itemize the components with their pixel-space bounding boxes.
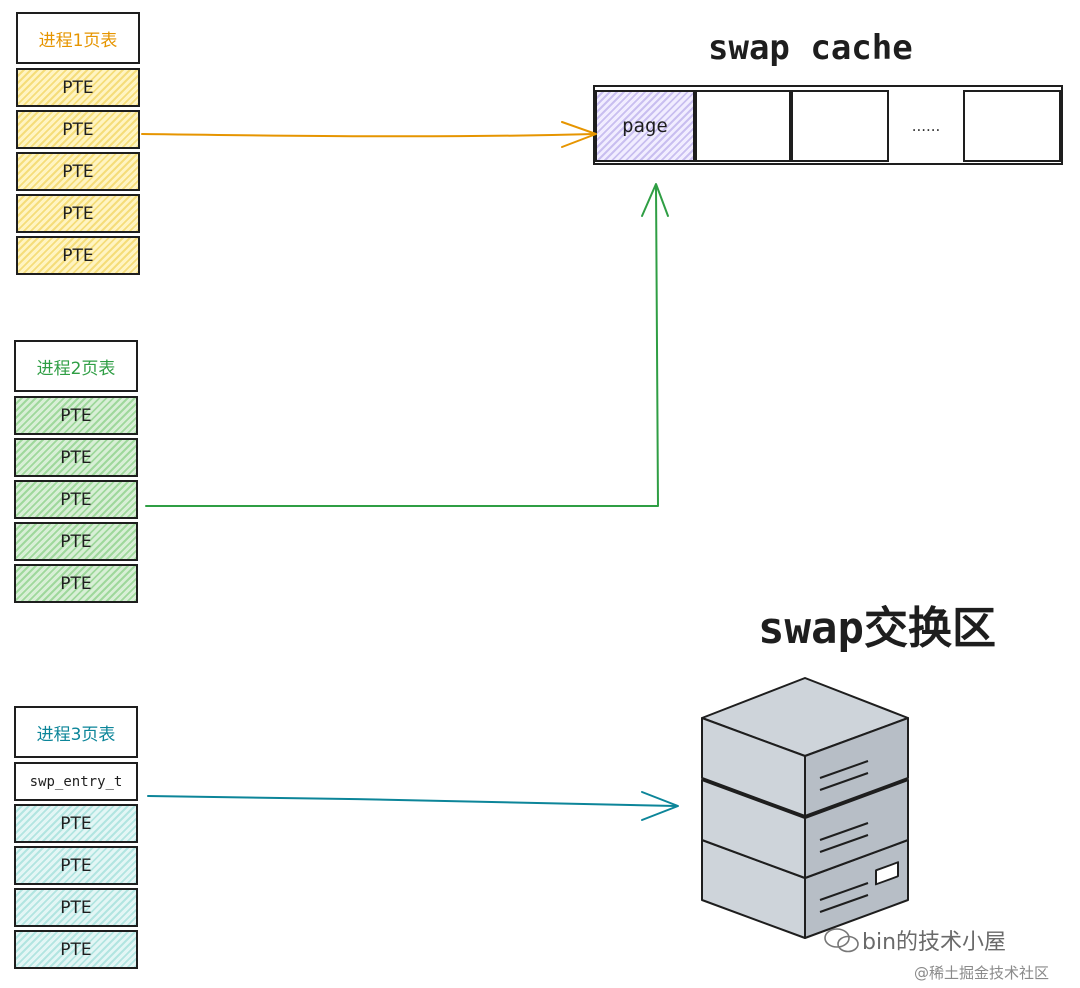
process3-page-table: 进程3页表 swp_entry_t PTE PTE PTE PTE — [14, 706, 138, 972]
swap-cache-empty-cell — [695, 90, 791, 162]
arrow-process1-to-cache — [141, 121, 597, 148]
swap-cache-empty-cell — [791, 90, 889, 162]
server-unit-icon — [701, 677, 909, 817]
watermark-community: @稀土掘金技术社区 — [914, 964, 1050, 982]
process2-pte: PTE — [14, 522, 138, 561]
process1-pte: PTE — [16, 236, 140, 275]
server-stack-icon — [701, 677, 909, 939]
process3-pte: PTE — [14, 888, 138, 927]
process3-pte: PTE — [14, 930, 138, 969]
arrow-process3-to-swap — [147, 791, 679, 821]
process1-pte: PTE — [16, 152, 140, 191]
swap-cache-title: swap cache — [708, 28, 913, 68]
watermark-brand: bin的技术小屋 — [822, 924, 1006, 956]
process2-pte: PTE — [14, 564, 138, 603]
swap-cache-empty-cell — [963, 90, 1061, 162]
swap-cache-ellipsis: ...... — [889, 90, 963, 162]
process1-pte: PTE — [16, 68, 140, 107]
process2-page-table: 进程2页表 PTE PTE PTE PTE PTE — [14, 340, 138, 606]
watermark-brand-text: bin的技术小屋 — [862, 930, 1007, 955]
process1-pte: PTE — [16, 110, 140, 149]
process2-pte: PTE — [14, 438, 138, 477]
process1-pte: PTE — [16, 194, 140, 233]
arrow-process2-to-cache — [145, 183, 669, 507]
swap-cache-bar: page ...... — [593, 85, 1063, 165]
process3-header: 进程3页表 — [14, 706, 138, 758]
swp-entry-cell: swp_entry_t — [14, 762, 138, 801]
process2-header: 进程2页表 — [14, 340, 138, 392]
swap-cache-page-cell: page — [595, 90, 695, 162]
process1-header: 进程1页表 — [16, 12, 140, 64]
process1-page-table: 进程1页表 PTE PTE PTE PTE PTE — [16, 12, 140, 278]
server-unit-icon — [701, 739, 909, 879]
process2-pte: PTE — [14, 396, 138, 435]
process2-pte: PTE — [14, 480, 138, 519]
process3-pte: PTE — [14, 846, 138, 885]
process3-pte: PTE — [14, 804, 138, 843]
swap-area-title: swap交换区 — [758, 603, 996, 654]
wechat-icon — [824, 928, 859, 953]
